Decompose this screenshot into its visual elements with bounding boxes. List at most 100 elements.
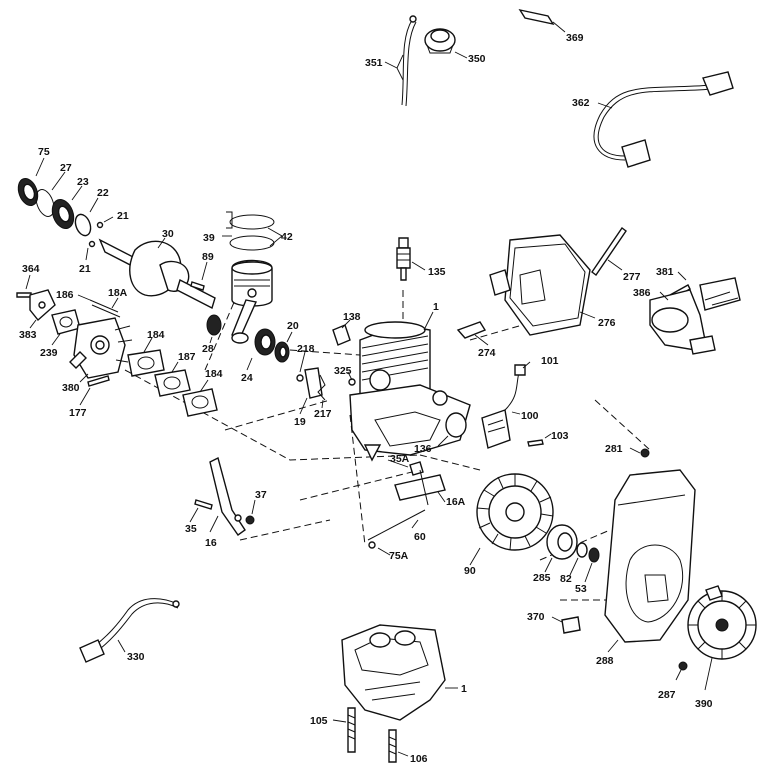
label-101: 101 (541, 355, 559, 367)
label-138: 138 (343, 311, 361, 323)
label-135: 135 (428, 266, 446, 278)
part-1-cylinder (359, 311, 434, 406)
part-30-crankshaft (98, 237, 216, 310)
label-82: 82 (560, 573, 572, 585)
label-37: 37 (255, 489, 267, 501)
part-287-screw (675, 661, 688, 681)
part-136-cover (437, 412, 467, 447)
label-23: 23 (77, 176, 89, 188)
part-370-label (551, 616, 581, 634)
label-20: 20 (287, 320, 299, 332)
part-390-recoil (687, 585, 757, 691)
part-28-bearing (206, 314, 222, 344)
part-22-washer (74, 197, 99, 237)
label-239: 239 (40, 347, 58, 359)
part-177-screw (79, 375, 110, 406)
part-21-pins (85, 216, 114, 261)
label-19: 19 (294, 416, 306, 428)
label-60: 60 (414, 531, 426, 543)
part-184-gasket-a (127, 337, 165, 377)
part-186-screws (77, 294, 121, 318)
part-103-screw (527, 433, 552, 447)
label-22: 22 (97, 187, 109, 199)
label-103: 103 (551, 430, 569, 442)
label-369: 369 (566, 32, 584, 44)
part-89-pin (190, 261, 208, 291)
label-106: 106 (410, 753, 428, 765)
part-369-tube (518, 8, 566, 33)
part-37-nut (245, 499, 256, 525)
label-184-a: 184 (147, 329, 165, 341)
label-35: 35 (185, 523, 197, 535)
label-281: 281 (605, 443, 623, 455)
label-177: 177 (69, 407, 87, 419)
label-287: 287 (658, 689, 676, 701)
label-24: 24 (241, 372, 253, 384)
part-330-wire (79, 598, 180, 663)
part-350-cap (424, 28, 468, 59)
part-274-gasket (456, 321, 489, 346)
label-18a: 18A (108, 287, 128, 299)
label-362: 362 (572, 97, 590, 109)
label-75a: 75A (389, 550, 409, 562)
part-101-wire (504, 361, 531, 411)
part-27-ring (35, 171, 66, 217)
part-piston (231, 259, 273, 344)
label-350: 350 (468, 53, 486, 65)
label-381: 381 (656, 266, 674, 278)
part-351-wire (384, 15, 417, 107)
label-30: 30 (162, 228, 174, 240)
part-90-flywheel (469, 473, 554, 566)
label-325: 325 (334, 365, 352, 377)
part-288-housing (604, 469, 696, 653)
part-362-cord (593, 71, 734, 168)
label-276: 276 (598, 317, 616, 329)
part-53-nut (584, 547, 600, 583)
label-53: 53 (575, 583, 587, 595)
part-187-spacer (154, 361, 191, 397)
part-386-starter (649, 277, 741, 355)
part-1-crankcase-lower (341, 624, 458, 721)
label-42: 42 (281, 231, 293, 243)
part-281-screw (629, 447, 650, 458)
label-21-a: 21 (117, 210, 129, 222)
part-276-muffler (489, 234, 596, 336)
label-186: 186 (56, 289, 74, 301)
part-364-screw (16, 274, 32, 298)
label-21-b: 21 (79, 263, 91, 275)
part-277-screw (591, 227, 627, 276)
label-351: 351 (365, 57, 383, 69)
label-89: 89 (202, 251, 214, 263)
part-380-carburetor (69, 317, 133, 383)
label-35a: 35A (390, 453, 410, 465)
part-217-spring (317, 374, 326, 409)
part-218-screw (296, 351, 306, 382)
part-crankcase-upper (349, 384, 471, 462)
part-184-gasket-b (182, 379, 218, 417)
part-35a-clip (387, 459, 424, 476)
part-20-seal (274, 331, 293, 363)
part-285-cup (544, 524, 578, 573)
label-390: 390 (695, 698, 713, 710)
part-60-rod (367, 509, 426, 541)
label-370: 370 (527, 611, 545, 623)
label-187: 187 (178, 351, 196, 363)
label-277: 277 (623, 271, 641, 283)
label-380: 380 (62, 382, 80, 394)
part-75-seal (17, 157, 45, 207)
label-90: 90 (464, 565, 476, 577)
part-18a-stud (111, 297, 119, 309)
label-136: 136 (414, 443, 432, 455)
label-39: 39 (203, 232, 215, 244)
label-184-b: 184 (205, 368, 223, 380)
label-100: 100 (521, 410, 539, 422)
label-16a: 16A (446, 496, 466, 508)
label-1-a: 1 (433, 301, 439, 313)
part-16a-arm (394, 469, 446, 506)
label-16: 16 (205, 537, 217, 549)
part-135-spark-plug (396, 237, 426, 281)
label-1-b: 1 (461, 683, 467, 695)
part-24-bearing (246, 328, 276, 371)
part-39-piston-ring (222, 211, 233, 237)
